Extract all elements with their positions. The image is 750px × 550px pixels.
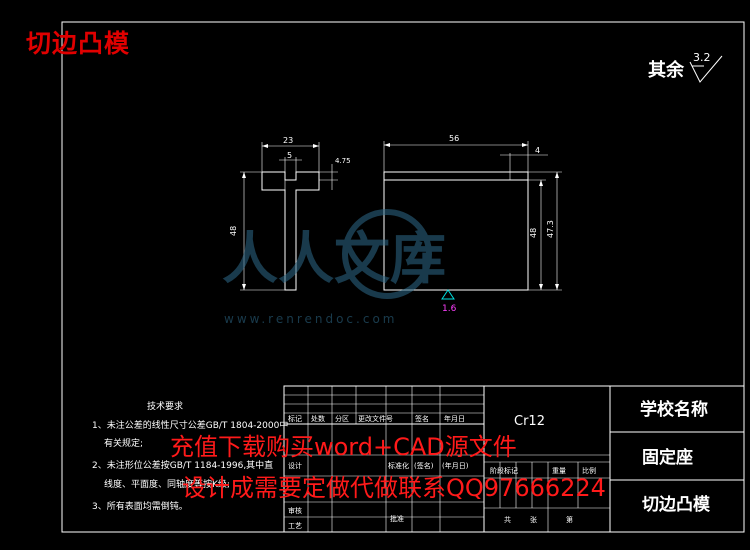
tb-label-qianming2: (签名): [414, 461, 434, 470]
notes-item-3: 2、未注形位公差按GB/T 1184-1996,其中直: [92, 459, 273, 471]
side-view: 56 4 48 47.3 1.6: [383, 134, 562, 314]
dim-side-height-total: 47.3: [546, 220, 555, 238]
tb-material: Cr12: [514, 414, 545, 429]
watermark-contact-text[interactable]: 设计成需要定做代做联系QQ97666224: [182, 474, 606, 502]
watermark-brand: 人人文库: [222, 227, 446, 292]
watermark-download-text[interactable]: 充值下载购买word+CAD源文件: [170, 433, 517, 461]
drawing-title: 切边凸模: [26, 29, 131, 58]
roughness-symbol: 3.2: [689, 51, 723, 83]
dim-offset: 4.75: [335, 157, 351, 165]
tb-label-gong: 共: [504, 515, 511, 524]
dim-front-height: 48: [229, 226, 238, 236]
tb-school: 学校名称: [640, 399, 708, 420]
tb-label-gongyi: 工艺: [288, 522, 302, 530]
roughness-other-label: 其余: [648, 60, 684, 81]
watermark-logo: 人人文库 www.renrendoc.com: [222, 209, 446, 326]
tb-label-jieduan: 阶段标记: [490, 466, 518, 475]
roughness-value: 3.2: [693, 51, 711, 64]
tb-label-shenhe: 审核: [288, 506, 302, 515]
tb-label-zhongliang: 重量: [552, 467, 566, 475]
tb-label-bili: 比例: [582, 466, 596, 475]
notes-item-4: 线度、平面度、同轴度等按K级;: [104, 478, 230, 490]
tb-label-sheji: 设计: [288, 461, 302, 470]
front-view: 23 5 4.75 48: [229, 136, 351, 291]
notes-title: 技术要求: [147, 400, 183, 412]
tb-label-di: 第: [566, 515, 573, 524]
tb-label-gengai: 更改文件号: [358, 414, 393, 423]
tb-label-pizhun: 批准: [390, 514, 404, 523]
notes-item-1: 1、未注公差的线性尺寸公差GB/T 1804-2000中: [92, 419, 288, 431]
tb-label-fenqu: 分区: [335, 414, 349, 423]
tb-label-zhang: 张: [530, 515, 537, 524]
dim-top-width: 23: [283, 136, 293, 145]
technical-notes: 技术要求 1、未注公差的线性尺寸公差GB/T 1804-2000中 有关规定; …: [92, 400, 288, 512]
title-block: 标记 处数 分区 更改文件号 签名 年月日 设计 标准化 (签名) (年月日) …: [283, 385, 745, 533]
notes-item-5: 3、所有表面均需倒钝。: [92, 500, 188, 512]
dim-slot-width: 5: [287, 151, 292, 160]
surface-mark-value: 1.6: [442, 304, 457, 314]
tb-label-biaozhunhua: 标准化: [388, 461, 409, 470]
notes-item-2: 有关规定;: [104, 437, 143, 449]
tb-label-qianming: 签名: [415, 414, 429, 423]
tb-drawing-name: 切边凸模: [642, 494, 711, 515]
dim-side-width: 56: [449, 134, 459, 143]
tb-label-riqi: 年月日: [444, 414, 465, 423]
watermark-url: www.renrendoc.com: [224, 312, 397, 326]
tb-label-biaoji: 标记: [288, 414, 302, 423]
tb-label-chushu: 处数: [311, 414, 325, 423]
dim-side-step: 4: [535, 146, 540, 155]
dim-side-height: 48: [529, 228, 538, 238]
tb-label-riqi2: (年月日): [442, 461, 469, 470]
tb-part-name: 固定座: [642, 447, 693, 468]
